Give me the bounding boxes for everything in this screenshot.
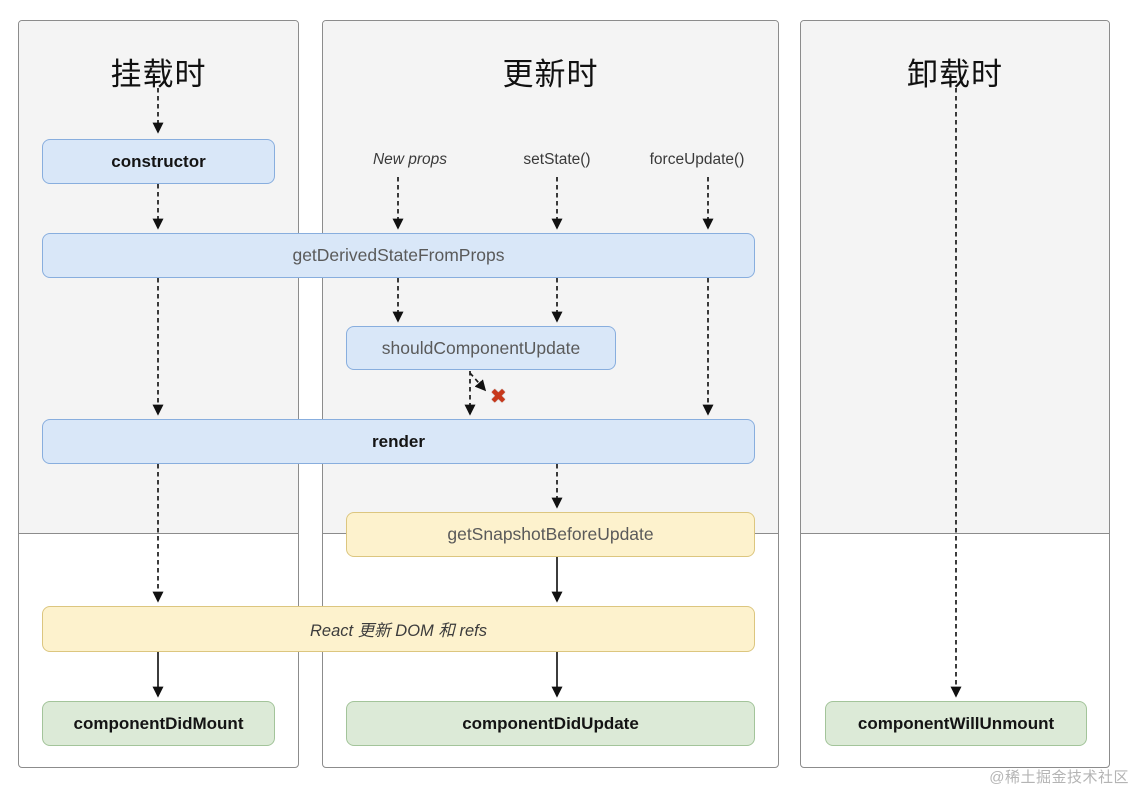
box-react-updates-dom: React 更新 DOM 和 refs xyxy=(42,606,755,652)
box-component-did-mount: componentDidMount xyxy=(42,701,275,746)
render-phase-area-unmounting xyxy=(801,21,1109,534)
box-render: render xyxy=(42,419,755,464)
column-title-mounting: 挂载时 xyxy=(110,57,207,92)
box-should-component-update: shouldComponentUpdate xyxy=(346,326,616,370)
box-get-snapshot-before-update: getSnapshotBeforeUpdate xyxy=(346,512,755,557)
trigger-new-props: New props xyxy=(372,151,448,168)
box-component-will-unmount: componentWillUnmount xyxy=(825,701,1087,746)
panel-unmounting: 卸载时 xyxy=(800,20,1110,768)
trigger-force-update: forceUpdate() xyxy=(649,151,745,168)
panel-mounting: 挂载时 xyxy=(18,20,299,768)
column-title-unmounting: 卸载时 xyxy=(907,57,1003,92)
box-constructor: constructor xyxy=(42,139,275,184)
cancel-update-x-icon: ✖ xyxy=(490,386,507,408)
column-title-updating: 更新时 xyxy=(502,57,599,92)
watermark: @稀土掘金技术社区 xyxy=(989,769,1129,786)
box-component-did-update: componentDidUpdate xyxy=(346,701,755,746)
box-get-derived-state-from-props: getDerivedStateFromProps xyxy=(42,233,755,278)
trigger-set-state: setState() xyxy=(523,151,591,168)
panel-updating: 更新时 xyxy=(322,20,779,768)
